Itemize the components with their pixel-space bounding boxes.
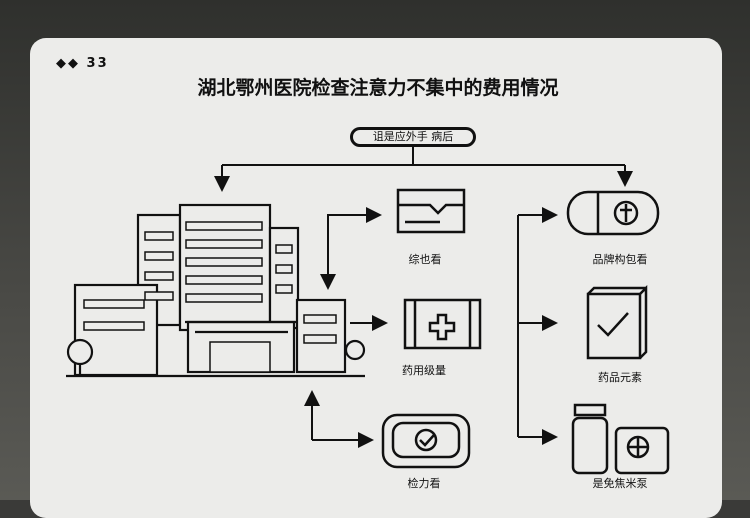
- left-label-3: 检力看: [407, 477, 441, 490]
- connector-arrows: [214, 147, 633, 448]
- right-label-3: 是免焦米泵: [592, 477, 648, 490]
- check-card-icon: [381, 413, 471, 469]
- logo: ◆◆ 33: [56, 56, 109, 71]
- medicine-bottle-icon: [571, 403, 670, 475]
- left-label-2: 药用级量: [402, 364, 446, 377]
- checked-box-icon: [586, 284, 648, 360]
- diagram-drawing: [66, 147, 670, 475]
- subtitle-pill: 诅是应外手 病后: [350, 127, 476, 147]
- hospital-building-icon: [66, 203, 366, 378]
- left-label-1: 综也看: [408, 253, 442, 266]
- document-icon: [396, 188, 466, 234]
- page-title: 湖北鄂州医院检查注意力不集中的费用情况: [197, 77, 559, 99]
- first-aid-kit-icon: [403, 298, 482, 350]
- right-label-2: 药品元素: [598, 371, 642, 384]
- right-label-1: 品牌构包看: [592, 253, 648, 266]
- pill-capsule-icon: [566, 190, 660, 236]
